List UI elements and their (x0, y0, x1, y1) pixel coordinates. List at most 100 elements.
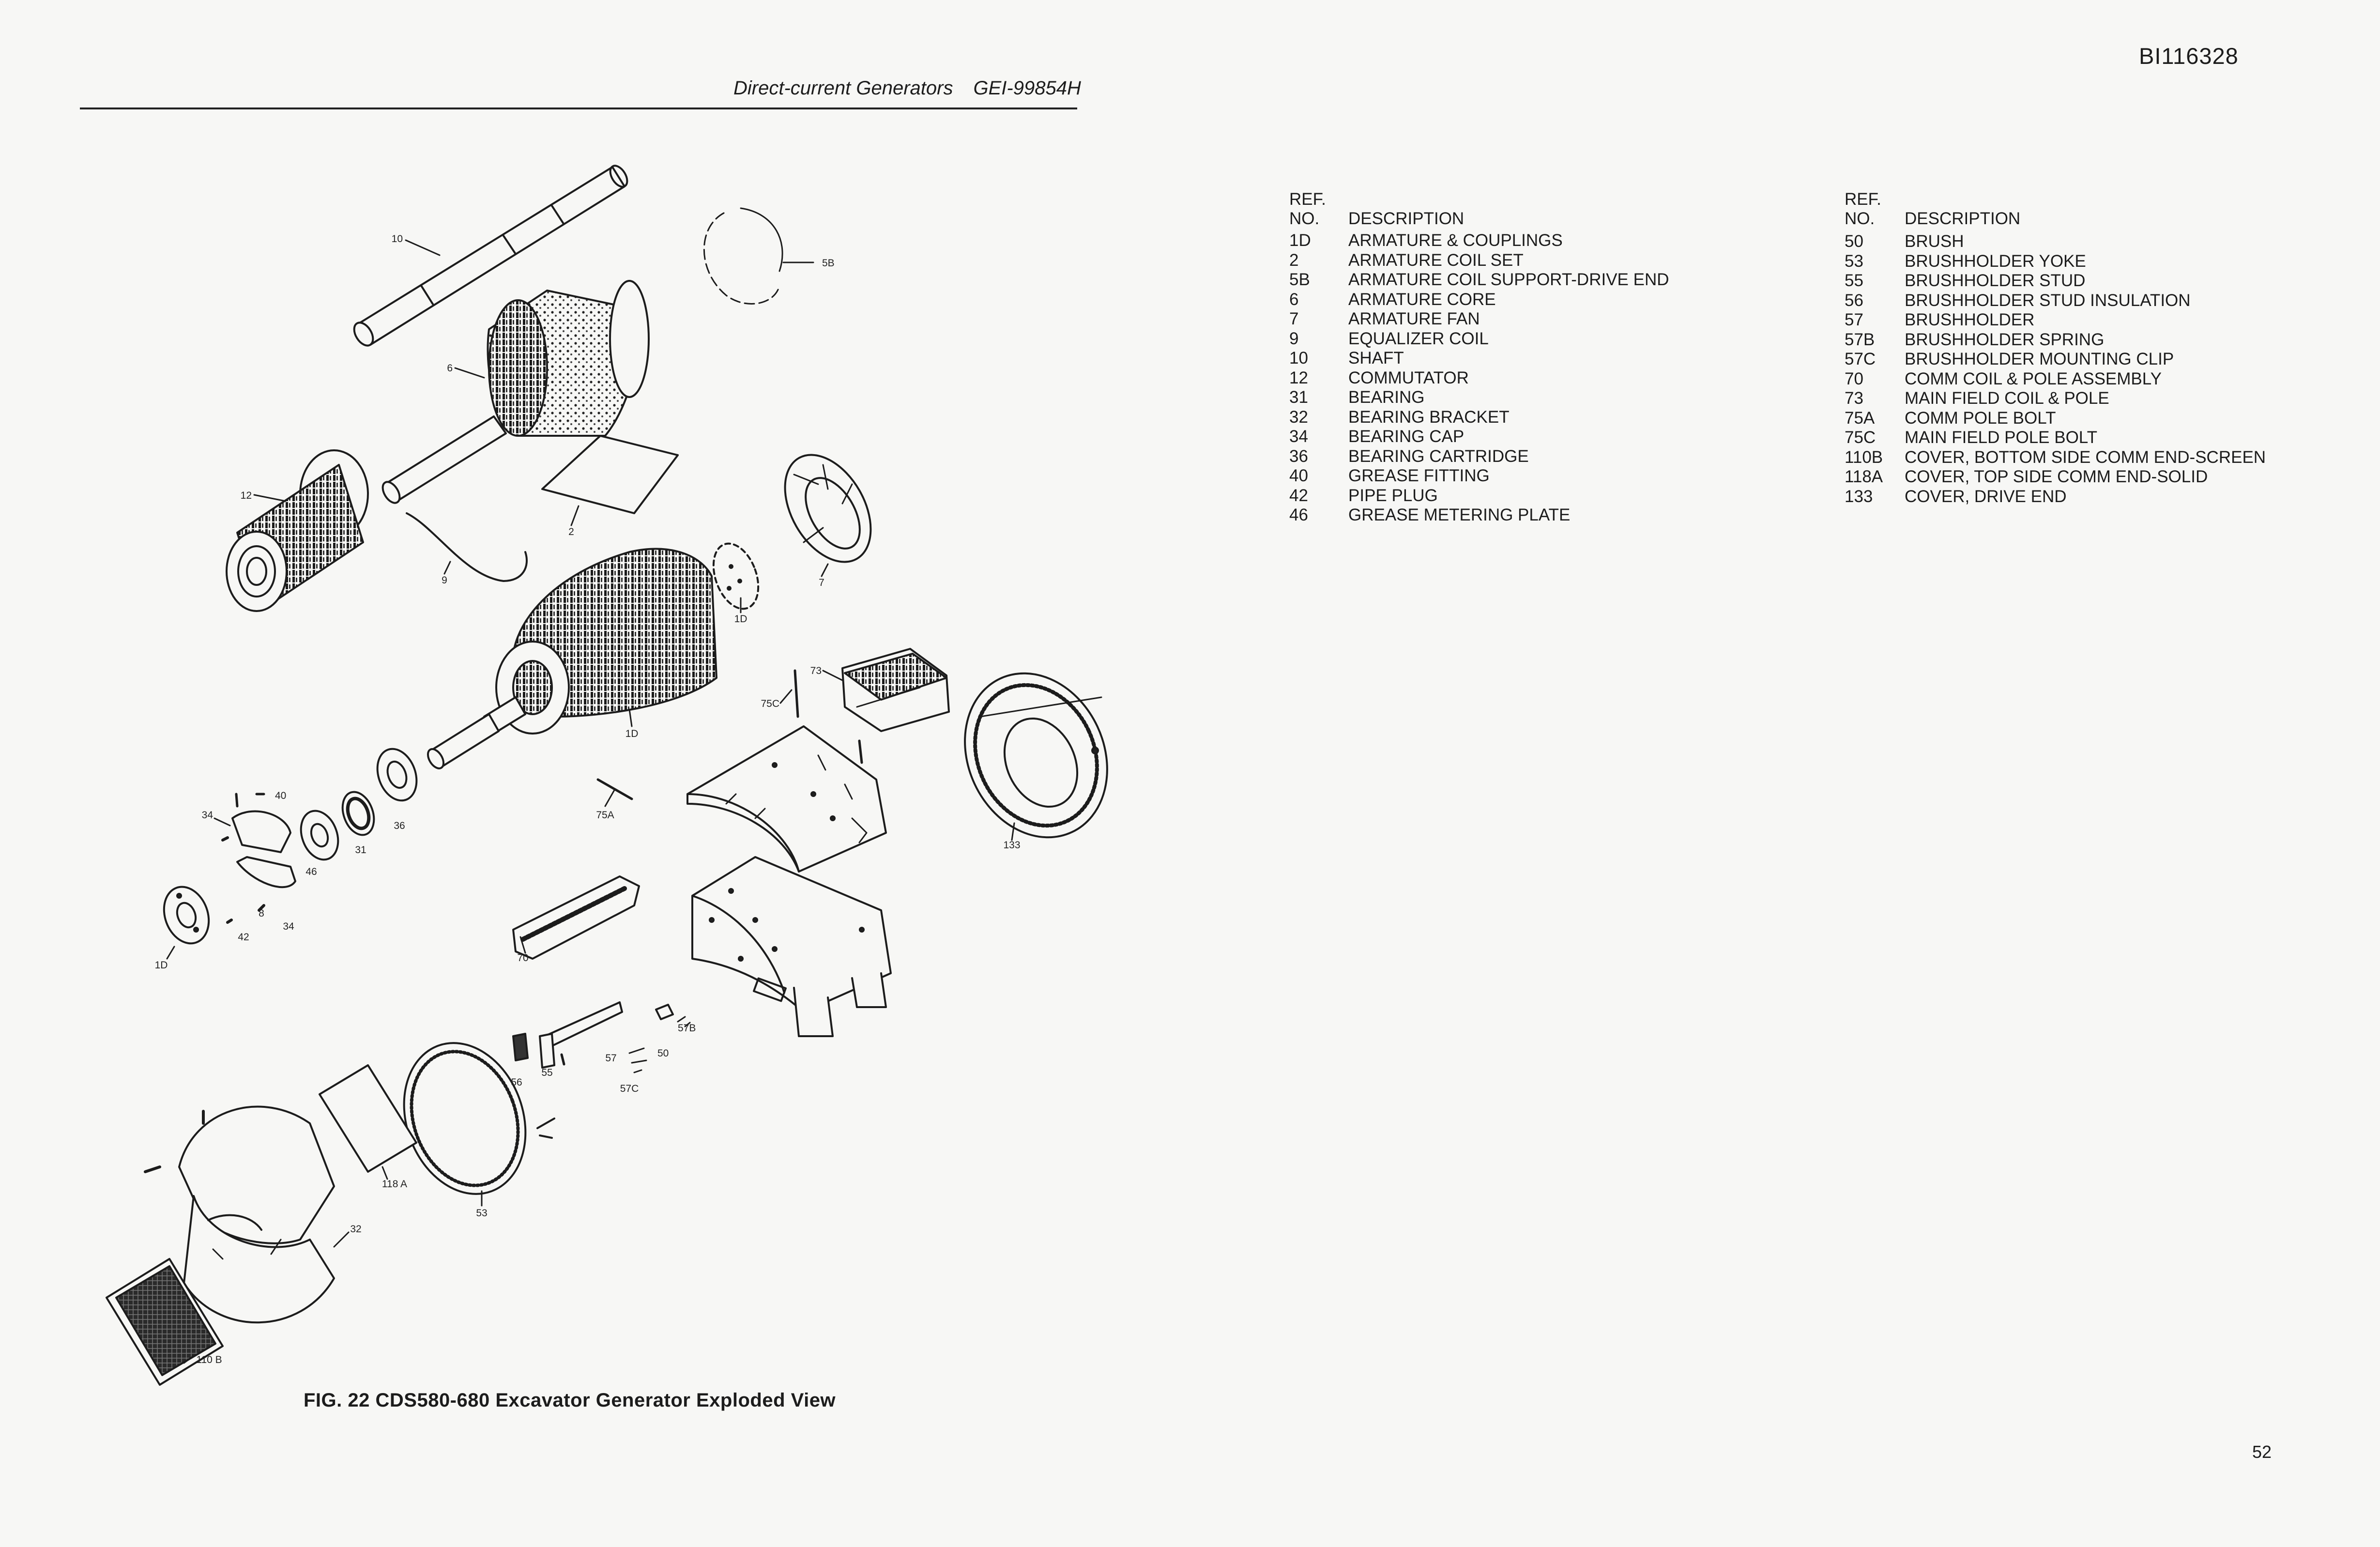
callout-46: 46 (305, 866, 317, 877)
bearing-bracket (144, 1105, 335, 1324)
part-ref: 2 (1289, 250, 1299, 270)
callout-leader-75a (604, 788, 616, 807)
coupling-disc (712, 542, 760, 610)
callout-leader-10 (405, 239, 441, 256)
callout-73: 73 (810, 665, 822, 676)
part-ref: 118A (1845, 467, 1883, 486)
callout-leader-34a (214, 817, 231, 827)
callout-75c: 75C (761, 698, 779, 709)
part-description: ARMATURE & COUPLINGS (1348, 231, 1563, 250)
exploded-view-drawing: 10 5B 6 12 2 9 7 1D 1D 73 75C 75A 40 34 … (106, 165, 1108, 1386)
callout-12: 12 (241, 490, 252, 501)
callout-57: 57 (605, 1053, 616, 1064)
header-title: Direct-current Generators (733, 77, 953, 99)
part-description: BRUSHHOLDER (1905, 310, 2035, 329)
part-description: BRUSHHOLDER STUD (1905, 271, 2086, 290)
main-field-coil (841, 648, 950, 732)
callout-70: 70 (517, 952, 528, 964)
part-ref: 7 (1289, 309, 1299, 328)
callout-leader-7 (821, 563, 829, 577)
part-description: EQUALIZER COIL (1348, 329, 1489, 348)
callout-labels: 10 5B 6 12 2 9 7 1D 1D 73 75C 75A 40 34 … (155, 233, 1021, 1365)
callout-8: 8 (259, 908, 264, 919)
part-description: BEARING BRACKET (1348, 407, 1510, 427)
armature-coil-set (541, 435, 679, 514)
callout-7: 7 (819, 577, 824, 588)
part-description: COMMUTATOR (1348, 368, 1469, 387)
description-label: DESCRIPTION (1348, 209, 1465, 228)
part-description: ARMATURE COIL SET (1348, 250, 1524, 270)
callout-75a: 75A (596, 810, 614, 821)
part-description: BEARING (1348, 388, 1425, 407)
callout-9: 9 (442, 575, 447, 586)
callout-133: 133 (1003, 840, 1020, 851)
part-ref: 70 (1845, 369, 1863, 388)
part-description: COMM COIL & POLE ASSEMBLY (1905, 369, 2162, 388)
callout-1d-c: 1D (155, 960, 168, 971)
part-description: BEARING CAP (1348, 427, 1465, 446)
part-ref: 10 (1289, 349, 1308, 368)
shaft (353, 165, 628, 347)
no-label: NO. (1845, 209, 1875, 228)
part-description: ARMATURE CORE (1348, 290, 1496, 309)
part-description: PIPE PLUG (1348, 486, 1438, 505)
callout-55: 55 (541, 1067, 552, 1078)
bottom-side-screen (106, 1258, 224, 1386)
callout-leader-32 (333, 1231, 350, 1248)
callout-leader-1d-b (628, 708, 633, 727)
part-ref: 110B (1845, 447, 1883, 467)
callout-53: 53 (476, 1208, 487, 1219)
part-description: SHAFT (1348, 349, 1404, 368)
callout-leader-75c (779, 689, 793, 704)
armature-assembly (427, 548, 717, 769)
part-ref: 133 (1845, 487, 1873, 506)
part-description: MAIN FIELD POLE BOLT (1905, 428, 2098, 447)
part-ref: 40 (1289, 466, 1308, 485)
page-number: 52 (2252, 1442, 2272, 1462)
no-label: NO. (1289, 209, 1320, 228)
callout-leader-1d-c (166, 946, 175, 960)
callout-57b: 57B (678, 1023, 696, 1034)
part-description: COVER, BOTTOM SIDE COMM END-SCREEN (1905, 447, 2266, 467)
header-rule (80, 107, 1077, 109)
callout-leader-133 (1011, 822, 1015, 841)
description-label: DESCRIPTION (1905, 209, 2021, 228)
part-description: COVER, DRIVE END (1905, 487, 2067, 506)
part-ref: 31 (1289, 388, 1308, 407)
part-ref: 56 (1845, 291, 1863, 310)
part-ref: 32 (1289, 407, 1308, 427)
callout-2: 2 (568, 526, 574, 537)
part-description: COVER, TOP SIDE COMM END-SOLID (1905, 467, 2208, 486)
part-ref: 57 (1845, 310, 1863, 329)
callout-leader-2 (570, 505, 580, 526)
part-ref: 9 (1289, 329, 1299, 348)
callout-leader-70 (519, 936, 526, 954)
frame-top-half (687, 725, 887, 873)
drive-end-cover (964, 672, 1108, 839)
part-description: BRUSHHOLDER SPRING (1905, 330, 2105, 349)
callout-40: 40 (275, 790, 286, 801)
part-description: BRUSHHOLDER STUD INSULATION (1905, 291, 2191, 310)
callout-50: 50 (657, 1048, 669, 1059)
callout-36: 36 (394, 820, 405, 831)
part-ref: 57B (1845, 330, 1875, 349)
callout-110b: 110 B (196, 1354, 222, 1365)
top-side-cover (319, 1064, 417, 1173)
document-id: BI116328 (2139, 43, 2239, 69)
callout-32: 32 (350, 1224, 361, 1235)
frame-bolt (858, 739, 863, 764)
part-description: ARMATURE COIL SUPPORT-DRIVE END (1348, 270, 1669, 289)
callout-leader-9 (443, 561, 451, 575)
callout-5b: 5B (822, 258, 835, 269)
part-ref: 46 (1289, 505, 1308, 524)
brushholder-yoke (403, 1042, 555, 1195)
callout-118a: 118 A (382, 1179, 407, 1190)
part-description: GREASE METERING PLATE (1348, 505, 1571, 524)
part-ref: 34 (1289, 427, 1308, 446)
callout-leader-6 (454, 367, 485, 379)
equalizer-coil (406, 512, 528, 582)
part-ref: 12 (1289, 368, 1308, 387)
part-description: GREASE FITTING (1348, 466, 1490, 485)
brushholder-parts (512, 1001, 691, 1073)
